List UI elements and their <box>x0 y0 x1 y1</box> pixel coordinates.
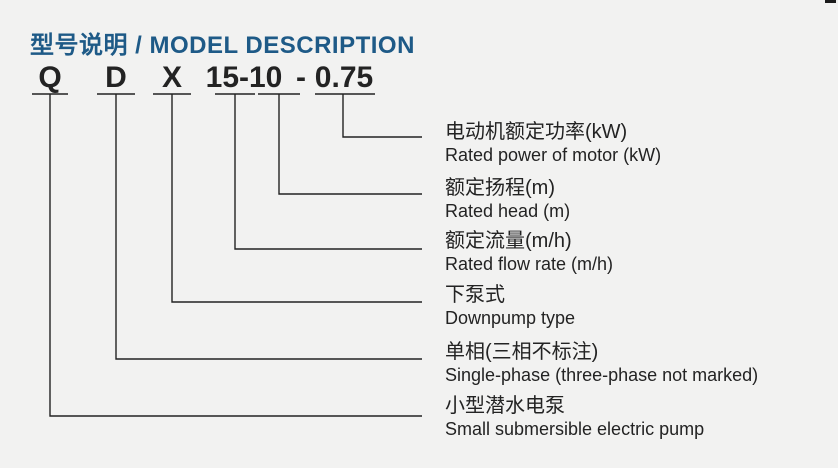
model-code-segment-x: X <box>161 61 183 94</box>
description-rated-flow: 额定流量(m/h) Rated flow rate (m/h) <box>445 229 613 275</box>
description-single-phase-zh: 单相(三相不标注) <box>445 341 599 363</box>
connector-power <box>342 94 422 138</box>
model-code-segment-flow-head: 15-10 <box>205 61 283 94</box>
description-downpump-type: 下泵式 Downpump type <box>445 283 575 329</box>
model-code-segment-dash: - <box>296 61 306 94</box>
section-title: 型号说明 / MODEL DESCRIPTION <box>30 32 415 59</box>
model-code-segment-d: D <box>105 61 127 94</box>
description-rated-head-en: Rated head (m) <box>445 201 571 221</box>
description-pump-type: 小型潜水电泵 Small submersible electric pump <box>445 394 704 440</box>
connector-d <box>115 94 422 360</box>
description-rated-power-zh: 电动机额定功率(kW) <box>445 121 628 143</box>
connector-head <box>278 94 422 195</box>
description-pump-type-zh: 小型潜水电泵 <box>445 395 565 417</box>
connector-x <box>171 94 422 303</box>
model-code-segment-power: 0.75 <box>314 61 374 94</box>
description-rated-flow-zh: 额定流量(m/h) <box>445 230 572 252</box>
page-corner-mark <box>825 0 836 3</box>
description-single-phase-en: Single-phase (three-phase not marked) <box>445 365 759 385</box>
connector-q <box>49 94 422 417</box>
description-rated-flow-en: Rated flow rate (m/h) <box>445 254 614 274</box>
description-downpump-type-zh: 下泵式 <box>445 284 505 306</box>
model-code-segment-q: Q <box>38 61 62 94</box>
description-rated-power-en: Rated power of motor (kW) <box>445 145 662 165</box>
description-single-phase: 单相(三相不标注) Single-phase (three-phase not … <box>445 340 758 386</box>
description-downpump-type-en: Downpump type <box>445 308 576 328</box>
description-pump-type-en: Small submersible electric pump <box>445 419 705 439</box>
connector-flow <box>234 94 422 250</box>
description-rated-head: 额定扬程(m) Rated head (m) <box>445 176 570 222</box>
description-rated-head-zh: 额定扬程(m) <box>445 177 555 199</box>
description-rated-power: 电动机额定功率(kW) Rated power of motor (kW) <box>445 120 661 166</box>
